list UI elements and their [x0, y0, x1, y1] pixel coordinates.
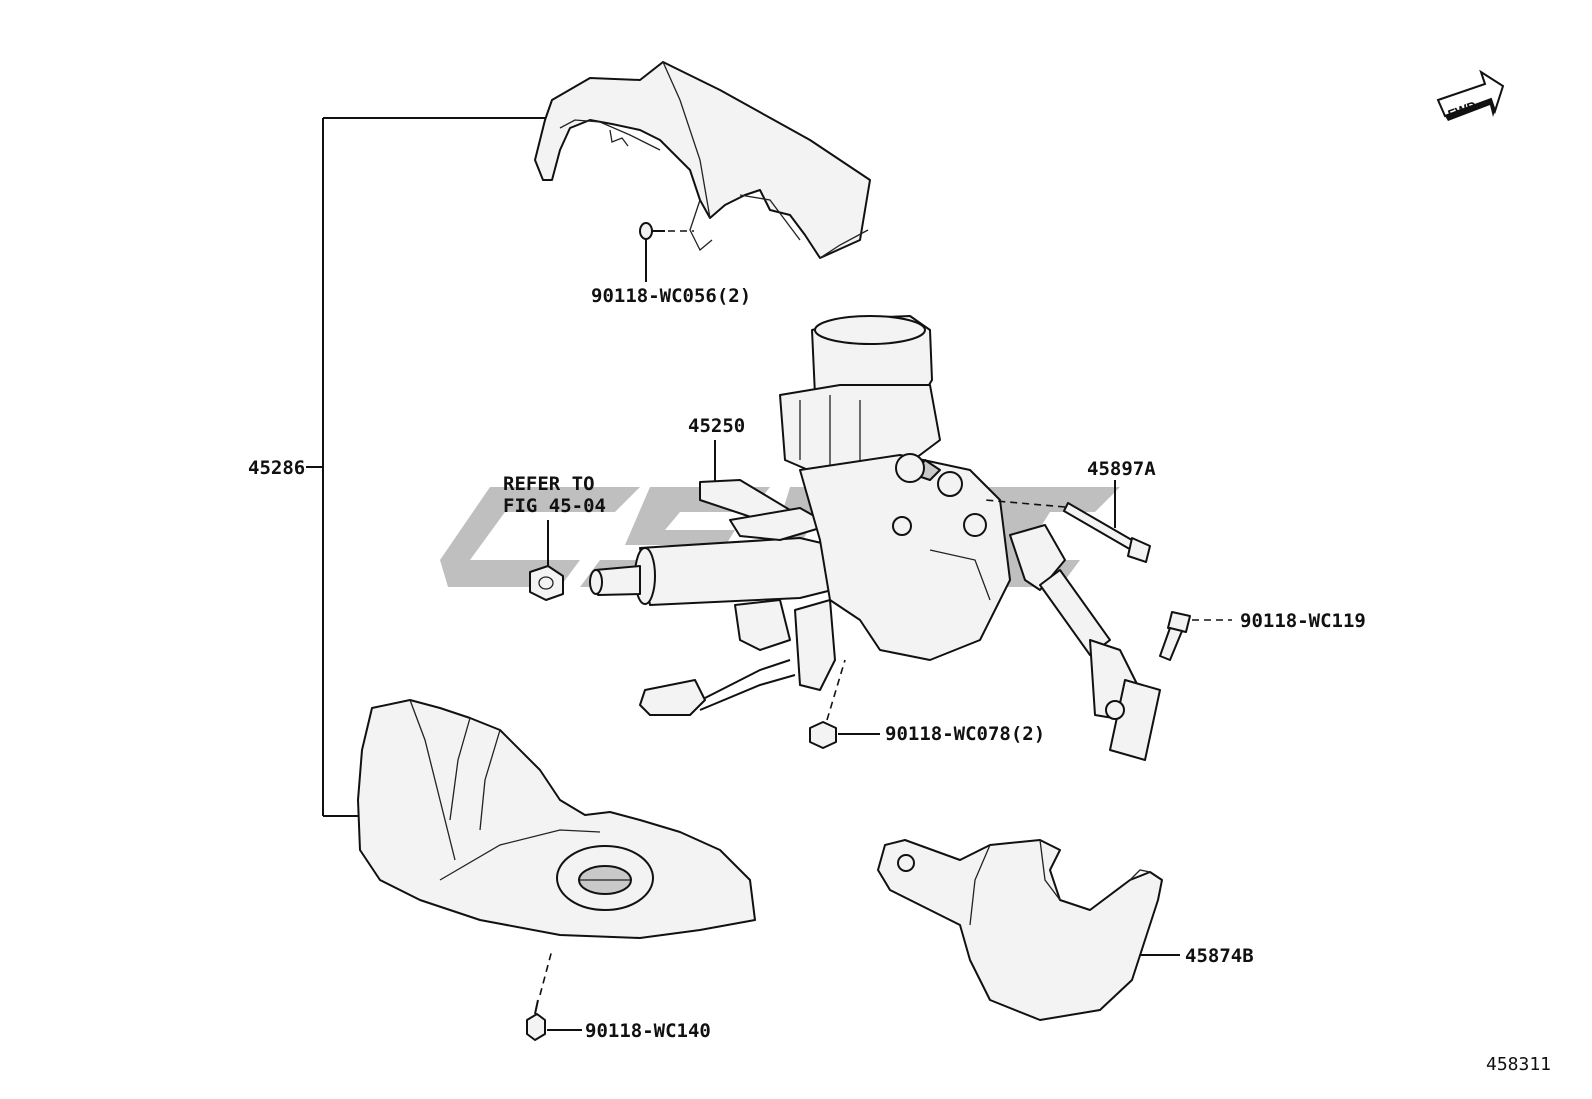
cover-lower-screw: [526, 949, 582, 1041]
steering-nut-icon: [529, 520, 564, 601]
bracket-nut-label: 90118-WC078(2): [885, 723, 1045, 745]
refer-to-line2: FIG 45-04: [503, 495, 606, 517]
steering-column-assembly: [589, 315, 1161, 761]
fwd-arrow-icon: FWD: [1436, 69, 1505, 122]
hole-cover-label: 45874B: [1185, 945, 1254, 967]
joint-bolt: [984, 480, 1151, 563]
cover-upper-screw-label: 90118-WC056(2): [591, 285, 751, 307]
side-bolt-label: 90118-WC119: [1240, 610, 1366, 632]
bracket-nut: [809, 659, 880, 749]
upper-column-cover: [534, 61, 871, 259]
lower-column-cover: [357, 699, 756, 939]
cover-upper-screw: [639, 222, 694, 282]
column-assembly-label: 45250: [688, 415, 745, 437]
refer-to-line1: REFER TO: [503, 473, 595, 495]
cover-group-bracket: [306, 117, 550, 817]
cover-lower-screw-label: 90118-WC140: [585, 1020, 711, 1042]
cover-group-label: 45286: [248, 457, 305, 479]
hole-cover: [877, 839, 1180, 1021]
joint-bolt-label: 45897A: [1087, 458, 1156, 480]
side-bolt: [1159, 611, 1232, 661]
diagram-number: 458311: [1486, 1054, 1551, 1075]
